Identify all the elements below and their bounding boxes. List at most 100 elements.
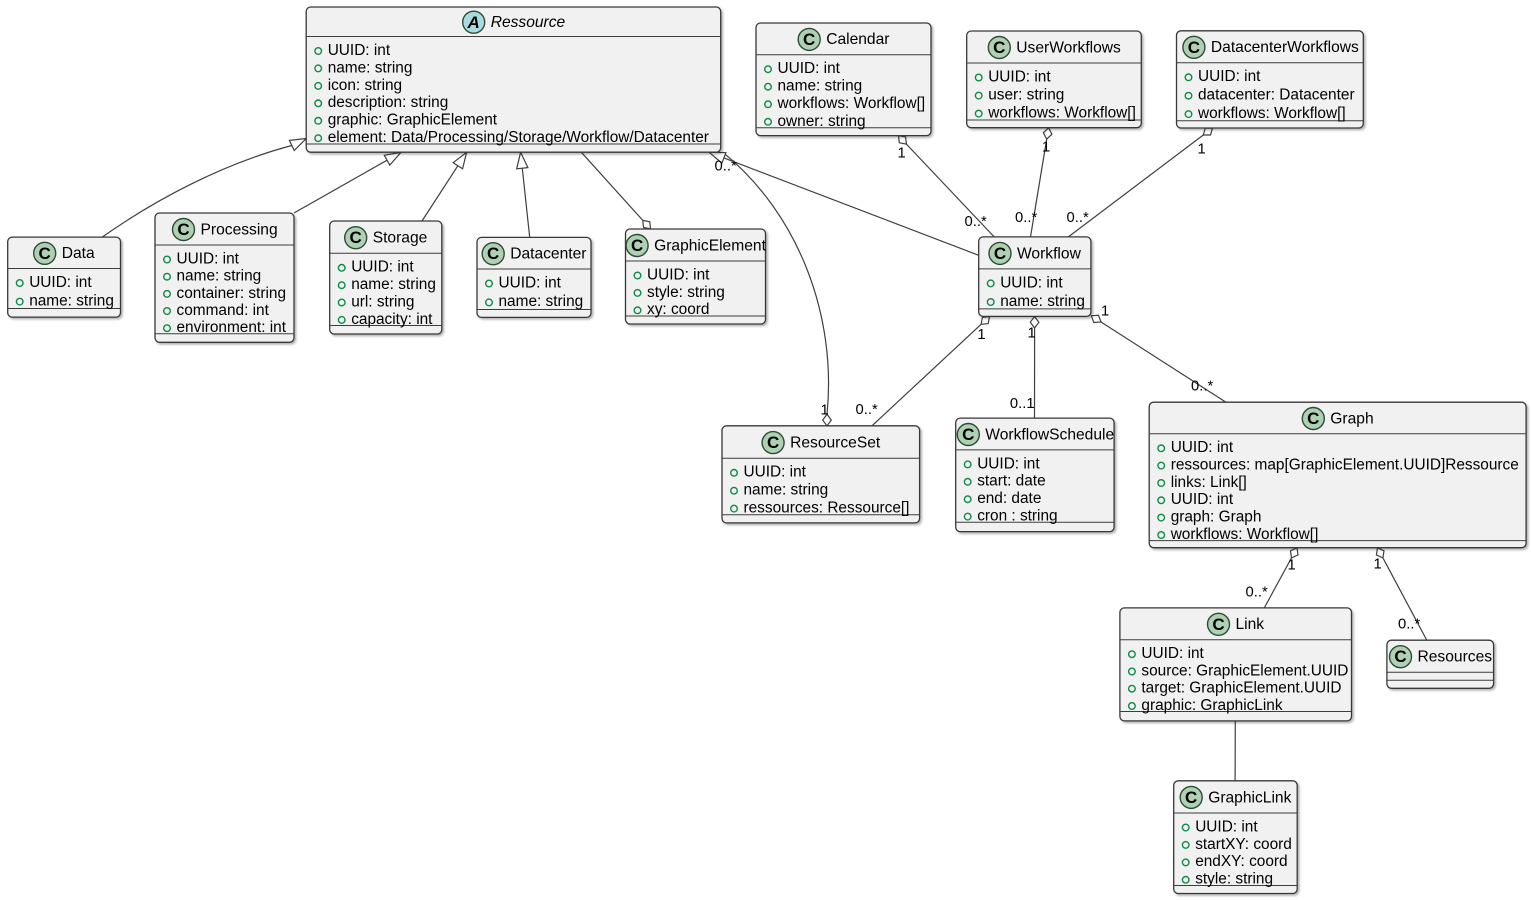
svg-text:UUID: int: UUID: int <box>647 266 710 283</box>
svg-text:1: 1 <box>821 402 829 418</box>
svg-text:source: GraphicElement.UUID: source: GraphicElement.UUID <box>1141 662 1348 679</box>
svg-text:workflows: Workflow[]: workflows: Workflow[] <box>1197 105 1346 122</box>
svg-text:startXY: coord: startXY: coord <box>1195 836 1292 853</box>
svg-text:url: string: url: string <box>351 293 414 310</box>
svg-text:0..*: 0..* <box>1067 210 1089 226</box>
svg-text:UUID: int: UUID: int <box>1198 68 1261 85</box>
svg-text:environment: int: environment: int <box>177 319 287 336</box>
svg-text:WorkflowSchedule: WorkflowSchedule <box>985 426 1114 443</box>
svg-text:GraphicElement: GraphicElement <box>654 237 766 254</box>
svg-text:0..*: 0..* <box>1015 210 1037 226</box>
svg-text:C: C <box>631 236 643 255</box>
svg-text:1: 1 <box>1374 557 1382 573</box>
svg-text:1: 1 <box>898 146 906 162</box>
svg-text:cron : string: cron : string <box>977 508 1057 525</box>
svg-text:style: string: style: string <box>1195 871 1273 888</box>
svg-text:Calendar: Calendar <box>826 31 889 48</box>
svg-text:1: 1 <box>977 327 985 343</box>
svg-text:name: string: name: string <box>328 59 413 76</box>
svg-text:C: C <box>350 228 362 247</box>
svg-text:Workflow: Workflow <box>1017 245 1082 262</box>
svg-text:ressources: map[GraphicElement: ressources: map[GraphicElement.UUID]Ress… <box>1171 457 1519 474</box>
svg-text:owner: string: owner: string <box>778 113 866 130</box>
svg-text:links: Link[]: links: Link[] <box>1171 474 1247 491</box>
svg-text:ResourceSet: ResourceSet <box>790 434 881 451</box>
svg-text:Link: Link <box>1236 616 1265 633</box>
svg-text:UUID: int: UUID: int <box>977 455 1040 472</box>
svg-text:UUID: int: UUID: int <box>778 60 841 77</box>
svg-text:C: C <box>994 244 1006 263</box>
svg-text:user: string: user: string <box>988 87 1064 104</box>
svg-text:C: C <box>993 38 1005 57</box>
svg-text:1: 1 <box>1101 304 1109 320</box>
svg-text:C: C <box>1307 409 1319 428</box>
svg-text:0..*: 0..* <box>856 402 878 418</box>
svg-text:C: C <box>962 425 974 444</box>
svg-text:GraphicLink: GraphicLink <box>1208 789 1291 806</box>
svg-text:C: C <box>177 220 189 239</box>
svg-text:graph: Graph: graph: Graph <box>1171 509 1262 526</box>
svg-text:capacity: int: capacity: int <box>351 311 433 328</box>
svg-text:UUID: int: UUID: int <box>499 274 562 291</box>
svg-text:workflows: Workflow[]: workflows: Workflow[] <box>987 105 1136 122</box>
svg-text:1: 1 <box>1028 326 1036 342</box>
svg-text:C: C <box>487 244 499 263</box>
svg-text:datacenter: Datacenter: datacenter: Datacenter <box>1198 87 1355 104</box>
svg-text:style: string: style: string <box>647 284 725 301</box>
svg-text:name: string: name: string <box>29 293 114 310</box>
svg-text:Datacenter: Datacenter <box>510 246 586 263</box>
svg-text:UUID: int: UUID: int <box>1195 818 1258 835</box>
svg-text:UserWorkflows: UserWorkflows <box>1016 39 1121 56</box>
svg-text:container: string: container: string <box>177 285 287 302</box>
svg-text:graphic: GraphicElement: graphic: GraphicElement <box>328 112 498 129</box>
svg-text:target: GraphicElement.UUID: target: GraphicElement.UUID <box>1141 680 1341 697</box>
svg-text:Processing: Processing <box>201 221 278 238</box>
svg-text:workflows: Workflow[]: workflows: Workflow[] <box>777 95 926 112</box>
svg-text:description: string: description: string <box>328 94 449 111</box>
svg-text:xy: coord: xy: coord <box>647 301 709 318</box>
svg-text:endXY: coord: endXY: coord <box>1195 853 1287 870</box>
svg-text:0..*: 0..* <box>1246 584 1268 600</box>
svg-text:name: string: name: string <box>778 78 863 95</box>
svg-text:Graph: Graph <box>1330 410 1373 427</box>
svg-text:name: string: name: string <box>1000 293 1085 310</box>
svg-text:C: C <box>1185 788 1197 807</box>
svg-text:start: date: start: date <box>977 473 1045 490</box>
svg-text:C: C <box>1212 615 1224 634</box>
svg-text:name: string: name: string <box>177 268 262 285</box>
svg-text:Resources: Resources <box>1418 649 1493 666</box>
svg-text:name: string: name: string <box>744 482 829 499</box>
svg-text:icon: string: icon: string <box>328 77 402 94</box>
svg-text:UUID: int: UUID: int <box>351 259 414 276</box>
svg-text:UUID: int: UUID: int <box>1000 274 1063 291</box>
svg-text:1: 1 <box>1042 140 1050 156</box>
svg-text:ressources: Ressource[]: ressources: Ressource[] <box>744 500 910 517</box>
svg-text:Data: Data <box>62 245 95 262</box>
svg-text:element: Data/Processing/Stora: element: Data/Processing/Storage/Workflo… <box>328 129 709 146</box>
svg-text:C: C <box>1394 647 1406 666</box>
svg-text:0..1: 0..1 <box>1010 396 1035 412</box>
svg-text:workflows: Workflow[]: workflows: Workflow[] <box>1170 526 1319 543</box>
svg-text:name: string: name: string <box>351 276 436 293</box>
svg-text:UUID: int: UUID: int <box>29 274 92 291</box>
svg-text:graphic: GraphicLink: graphic: GraphicLink <box>1141 697 1282 714</box>
svg-text:name: string: name: string <box>499 293 584 310</box>
svg-text:UUID: int: UUID: int <box>1171 439 1234 456</box>
svg-text:1: 1 <box>1288 557 1296 573</box>
svg-text:0..*: 0..* <box>965 214 987 230</box>
svg-text:Ressource: Ressource <box>491 14 566 31</box>
svg-text:Storage: Storage <box>373 230 428 247</box>
svg-text:UUID: int: UUID: int <box>177 250 240 267</box>
svg-text:UUID: int: UUID: int <box>988 68 1051 85</box>
svg-text:UUID: int: UUID: int <box>1171 491 1234 508</box>
svg-text:C: C <box>1188 38 1200 57</box>
svg-text:A: A <box>467 13 480 32</box>
svg-text:UUID: int: UUID: int <box>744 464 807 481</box>
svg-text:0..*: 0..* <box>715 159 737 175</box>
svg-text:0..*: 0..* <box>1191 379 1213 395</box>
svg-text:C: C <box>767 433 779 452</box>
svg-text:1: 1 <box>1198 142 1206 158</box>
svg-text:DatacenterWorkflows: DatacenterWorkflows <box>1211 39 1359 56</box>
svg-text:UUID: int: UUID: int <box>1141 645 1204 662</box>
svg-text:command: int: command: int <box>177 302 270 319</box>
